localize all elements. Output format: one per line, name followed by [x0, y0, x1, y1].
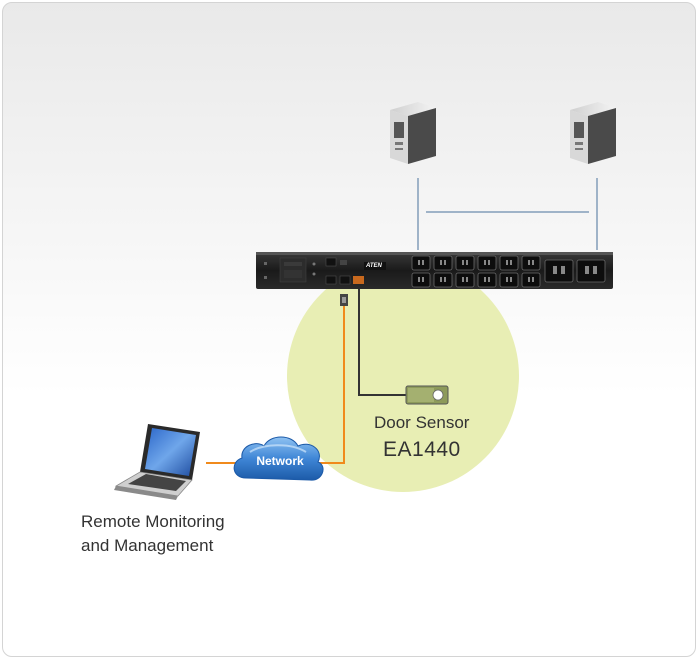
door-sensor-icon	[405, 385, 449, 405]
server-icon	[390, 102, 436, 164]
server-links	[417, 178, 598, 250]
remote-label-line1: Remote Monitoring	[81, 512, 225, 531]
pdu-brand-label: ATEN	[366, 263, 382, 269]
remote-label-line2: and Management	[81, 536, 214, 555]
network-plug-icon	[340, 294, 348, 306]
model-label: EA1440	[383, 438, 461, 461]
door-sensor-label: Door Sensor	[374, 413, 470, 432]
server-icon	[570, 102, 616, 164]
laptop-icon	[114, 424, 200, 500]
sensor-cable	[358, 288, 406, 396]
pdu-device-icon	[256, 252, 613, 289]
network-cable	[316, 306, 345, 464]
network-label: Network	[256, 454, 304, 468]
network-cloud-icon	[233, 436, 324, 481]
remote-management-label: Remote Monitoring and Management	[81, 510, 225, 558]
